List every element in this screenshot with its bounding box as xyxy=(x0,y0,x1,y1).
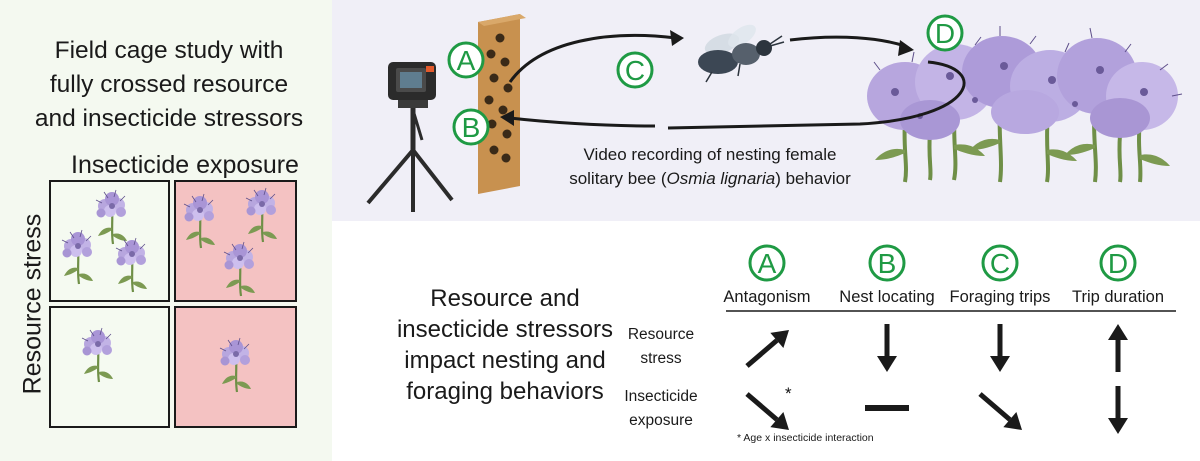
column-letter-b: B xyxy=(878,248,897,279)
bee-icon xyxy=(698,24,785,83)
video-caption: Video recording of nesting female solita… xyxy=(569,145,851,188)
cell-no-stress-control xyxy=(49,306,170,428)
column-letter-a: A xyxy=(758,248,777,279)
effect-resource-stress-a xyxy=(745,330,789,368)
effect-arrows xyxy=(745,324,1128,434)
row-header-insecticide-exposure: Insecticide exposure xyxy=(624,388,698,429)
study-title: Field cage study with fully crossed reso… xyxy=(34,37,304,132)
flight-arrow-to-flowers xyxy=(789,35,906,48)
footnote: * Age x insecticide interaction xyxy=(737,432,874,444)
row-header-resource-stress: Resource stress xyxy=(627,326,695,367)
effect-resource-stress-d xyxy=(1108,324,1128,372)
flight-arrow-out xyxy=(508,33,677,83)
step-label-c: C xyxy=(625,55,645,86)
camera-tripod-icon xyxy=(366,62,454,212)
insecticide-exposure-header: Insecticide exposure xyxy=(71,151,299,179)
column-letter-c: C xyxy=(990,248,1010,279)
column-header-trip-duration: Trip duration xyxy=(1071,288,1164,306)
column-header-antagonism: Antagonism xyxy=(723,288,811,306)
effect-insecticide-exposure-a xyxy=(745,392,789,430)
step-label-a: A xyxy=(457,45,476,76)
flight-arrow-return-top xyxy=(667,60,966,130)
step-label-d: D xyxy=(935,18,955,49)
summary-text: Resource and insecticide stressors impac… xyxy=(396,285,614,405)
effect-resource-stress-b xyxy=(877,324,897,372)
flight-arrow-return xyxy=(509,116,656,128)
interaction-asterisk: * xyxy=(785,384,792,403)
column-header-foraging-trips: Foraging trips xyxy=(949,288,1051,306)
step-label-b: B xyxy=(462,112,481,143)
nest-block-icon xyxy=(478,14,526,194)
effect-resource-stress-c xyxy=(990,324,1010,372)
species-name: Osmia lignaria xyxy=(666,169,776,188)
column-letter-d: D xyxy=(1108,248,1128,279)
column-header-nest-locating: Nest locating xyxy=(839,288,935,306)
effect-insecticide-exposure-d xyxy=(1108,386,1128,434)
effect-insecticide-exposure-c xyxy=(978,392,1022,430)
